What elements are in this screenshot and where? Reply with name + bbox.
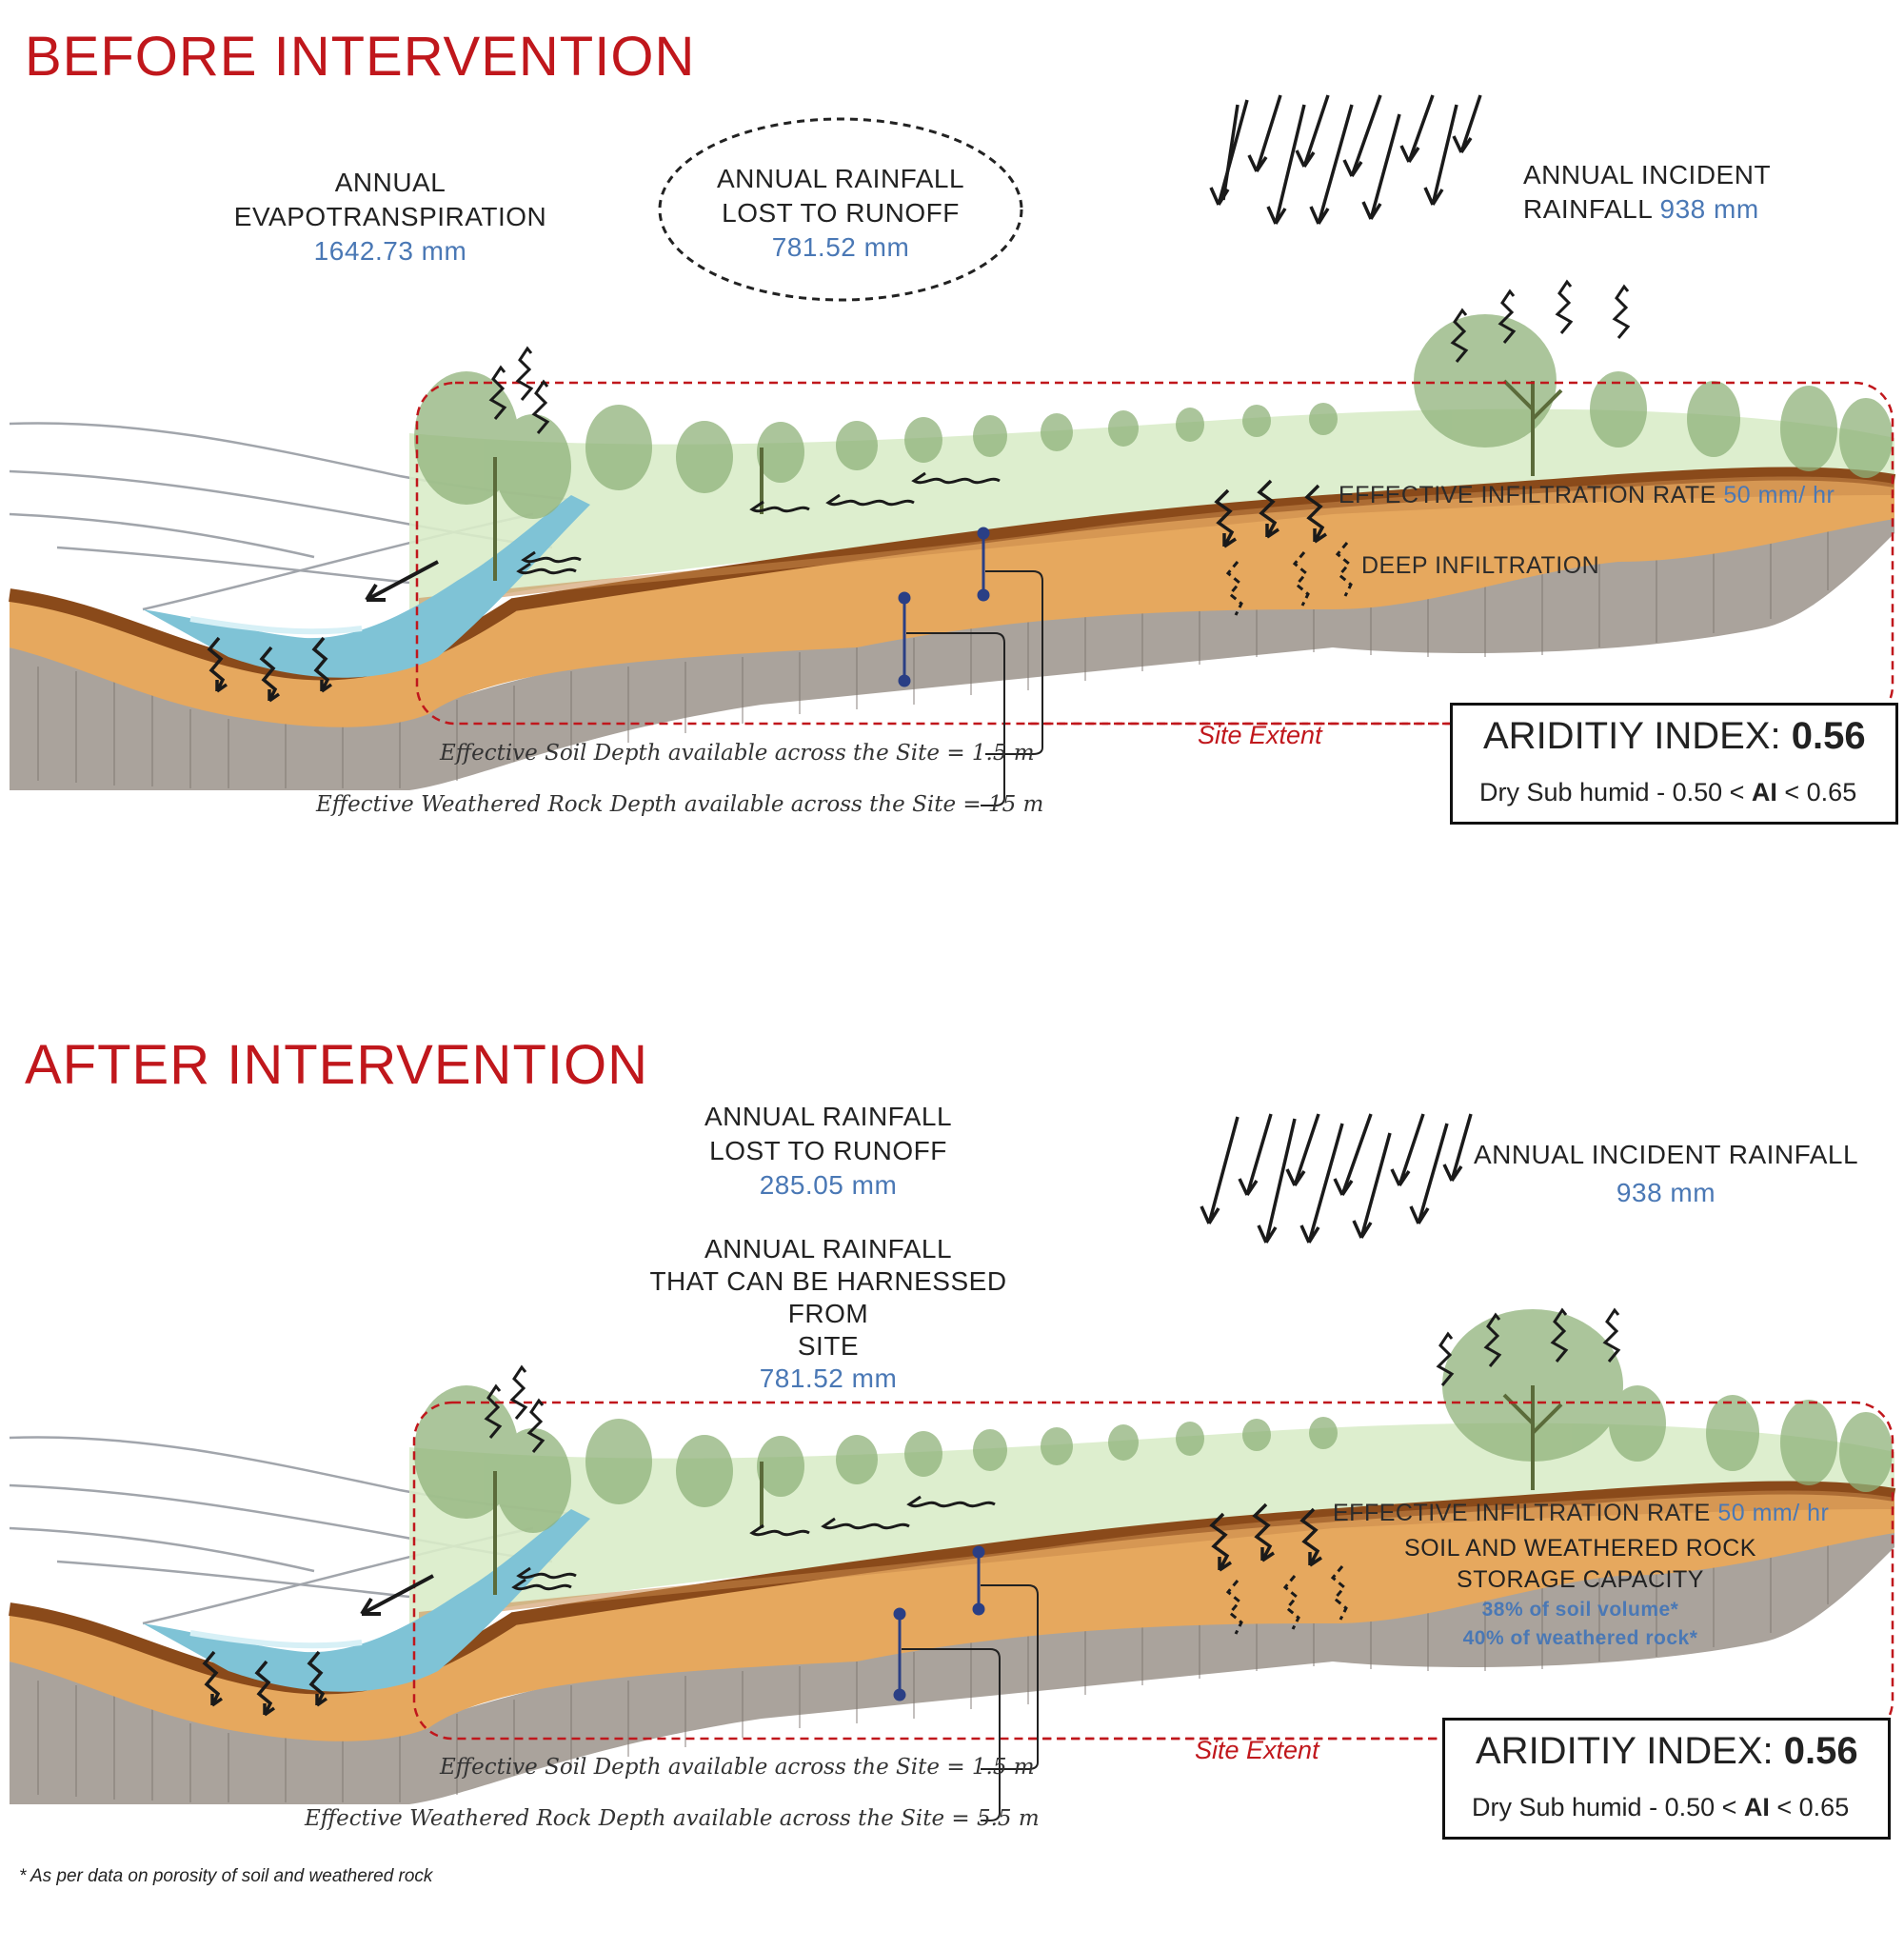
aridity-range: Dry Sub humid - 0.50 < AI < 0.65	[1472, 1793, 1849, 1822]
aridity-index-title: ARIDITIY INDEX: 0.56	[1483, 715, 1866, 758]
after-intervention-section: AFTER INTERVENTION	[0, 1005, 1904, 1950]
before-runoff-label: ANNUAL RAINFALL LOST TO RUNOFF 781.52 mm	[679, 162, 1002, 265]
before-aridity-index-box: ARIDITIY INDEX: 0.56 Dry Sub humid - 0.5…	[1450, 703, 1898, 825]
runoff-value: 285.05 mm	[759, 1170, 898, 1200]
soil-layer	[10, 473, 1894, 727]
storage-rock-value: 40% of weathered rock*	[1462, 1627, 1698, 1649]
infiltration-arrow-icon	[207, 479, 1327, 703]
after-rock-depth-caption: Effective Weathered Rock Depth available…	[305, 1806, 1040, 1831]
before-infiltration-rate-label: EFFECTIVE INFILTRATION RATE 50 mm/ hr	[1339, 482, 1835, 509]
rock-texture	[37, 1538, 1829, 1802]
runoff-arrow-icon	[360, 1495, 996, 1616]
before-intervention-section: BEFORE INTERVENTION	[0, 0, 1904, 971]
runoff-label-line2: LOST TO RUNOFF	[709, 1136, 947, 1165]
weathered-rock-layer	[10, 1533, 1894, 1804]
after-heading: AFTER INTERVENTION	[25, 1034, 648, 1096]
after-runoff-label: ANNUAL RAINFALL LOST TO RUNOFF 285.05 mm	[666, 1100, 990, 1203]
evaporation-squiggle-icon	[484, 1307, 1621, 1453]
incident-rainfall-value: 938 mm	[1616, 1178, 1716, 1207]
incident-rainfall-label-line2: RAINFALL	[1523, 194, 1653, 224]
before-evapotranspiration-label: ANNUAL EVAPOTRANSPIRATION 1642.73 mm	[219, 166, 562, 269]
before-soil-depth-caption: Effective Soil Depth available across th…	[440, 741, 1035, 766]
after-harnessed-label: ANNUAL RAINFALL THAT CAN BE HARNESSED FR…	[609, 1233, 1047, 1395]
before-deep-infiltration-label: DEEP INFILTRATION	[1361, 552, 1600, 579]
aridity-range-ai: AI	[1743, 1793, 1770, 1821]
after-cross-section-illustration	[9, 1113, 1896, 1821]
aridity-range-prefix: Dry Sub humid - 0.50 <	[1479, 778, 1752, 806]
rain-arrows-icon	[1200, 1113, 1473, 1244]
water-body	[143, 1509, 590, 1692]
runoff-label-line1: ANNUAL RAINFALL	[716, 164, 965, 193]
harnessed-label-line1: ANNUAL RAINFALL	[704, 1234, 953, 1264]
after-storage-capacity-label: SOIL AND WEATHERED ROCK STORAGE CAPACITY…	[1399, 1533, 1761, 1653]
incident-rainfall-label: ANNUAL INCIDENT RAINFALL	[1473, 1140, 1859, 1169]
runoff-value: 781.52 mm	[771, 232, 910, 262]
aridity-range-prefix: Dry Sub humid - 0.50 <	[1472, 1793, 1744, 1821]
evapotranspiration-label-line1: ANNUAL	[334, 168, 446, 197]
rock-texture	[37, 524, 1829, 788]
storage-label-line2: STORAGE CAPACITY	[1457, 1566, 1704, 1593]
before-rock-depth-caption: Effective Weathered Rock Depth available…	[316, 792, 1044, 817]
infiltration-rate-text: EFFECTIVE INFILTRATION RATE	[1333, 1500, 1711, 1526]
aridity-index-title: ARIDITIY INDEX: 0.56	[1476, 1730, 1858, 1773]
infiltration-rate-value: 50 mm/ hr	[1723, 482, 1835, 508]
infiltration-arrow-icon	[202, 1502, 1322, 1717]
depth-markers	[893, 1545, 985, 1701]
before-site-extent-label: Site Extent	[1198, 721, 1322, 749]
aridity-range-suffix: < 0.65	[1769, 1793, 1850, 1821]
harnessed-value: 781.52 mm	[759, 1363, 898, 1393]
aridity-title-text: ARIDITIY INDEX:	[1476, 1730, 1774, 1772]
evaporation-squiggle-icon	[488, 279, 1631, 434]
leader-lines	[906, 570, 1043, 806]
storage-soil-value: 38% of soil volume*	[1481, 1599, 1679, 1621]
runoff-arrow-icon	[365, 471, 1001, 602]
vegetation-row	[414, 314, 1893, 519]
runoff-label-line1: ANNUAL RAINFALL	[704, 1102, 953, 1131]
aridity-range-ai: AI	[1751, 778, 1777, 806]
before-cross-section-illustration	[9, 94, 1896, 806]
infiltration-rate-text: EFFECTIVE INFILTRATION RATE	[1339, 482, 1716, 508]
tree-icon	[493, 1385, 1563, 1595]
soil-layer	[10, 1487, 1894, 1741]
after-infiltration-rate-label: EFFECTIVE INFILTRATION RATE 50 mm/ hr	[1333, 1500, 1829, 1527]
aridity-range: Dry Sub humid - 0.50 < AI < 0.65	[1479, 778, 1856, 807]
before-incident-rainfall-label: ANNUAL INCIDENT RAINFALL 938 mm	[1523, 158, 1809, 227]
incident-rainfall-value: 938 mm	[1659, 194, 1759, 224]
runoff-label-line2: LOST TO RUNOFF	[722, 198, 960, 228]
depth-markers	[898, 527, 990, 687]
aridity-range-suffix: < 0.65	[1776, 778, 1857, 806]
site-extent-box	[415, 381, 1894, 726]
evapotranspiration-label-line2: EVAPOTRANSPIRATION	[233, 202, 547, 231]
deep-infiltration-arrows	[1225, 542, 1353, 616]
evapotranspiration-value: 1642.73 mm	[313, 236, 467, 266]
deep-infiltration-arrows	[1225, 1565, 1348, 1635]
harnessed-label-line2: THAT CAN BE HARNESSED FROM	[649, 1266, 1007, 1328]
after-aridity-index-box: ARIDITIY INDEX: 0.56 Dry Sub humid - 0.5…	[1442, 1718, 1891, 1840]
site-extent-box	[412, 1401, 1894, 1741]
leader-lines	[902, 1584, 1039, 1821]
aridity-value: 0.56	[1783, 1730, 1858, 1772]
porosity-footnote: * As per data on porosity of soil and we…	[19, 1866, 433, 1886]
water-body	[143, 495, 590, 678]
aridity-value: 0.56	[1791, 715, 1866, 757]
runoff-oval	[658, 117, 1023, 302]
after-site-extent-label: Site Extent	[1195, 1736, 1319, 1764]
rain-arrows-icon	[1209, 94, 1482, 225]
infiltration-rate-value: 50 mm/ hr	[1717, 1500, 1830, 1526]
after-soil-depth-caption: Effective Soil Depth available across th…	[440, 1755, 1035, 1780]
storage-label-line1: SOIL AND WEATHERED ROCK	[1404, 1535, 1756, 1562]
after-incident-rainfall-label: ANNUAL INCIDENT RAINFALL 938 mm	[1466, 1138, 1866, 1210]
harnessed-label-line3: SITE	[797, 1331, 860, 1361]
aridity-title-text: ARIDITIY INDEX:	[1483, 715, 1781, 757]
incident-rainfall-label-line1: ANNUAL INCIDENT	[1523, 160, 1772, 189]
vegetation-row	[414, 1309, 1893, 1533]
before-heading: BEFORE INTERVENTION	[25, 26, 696, 88]
